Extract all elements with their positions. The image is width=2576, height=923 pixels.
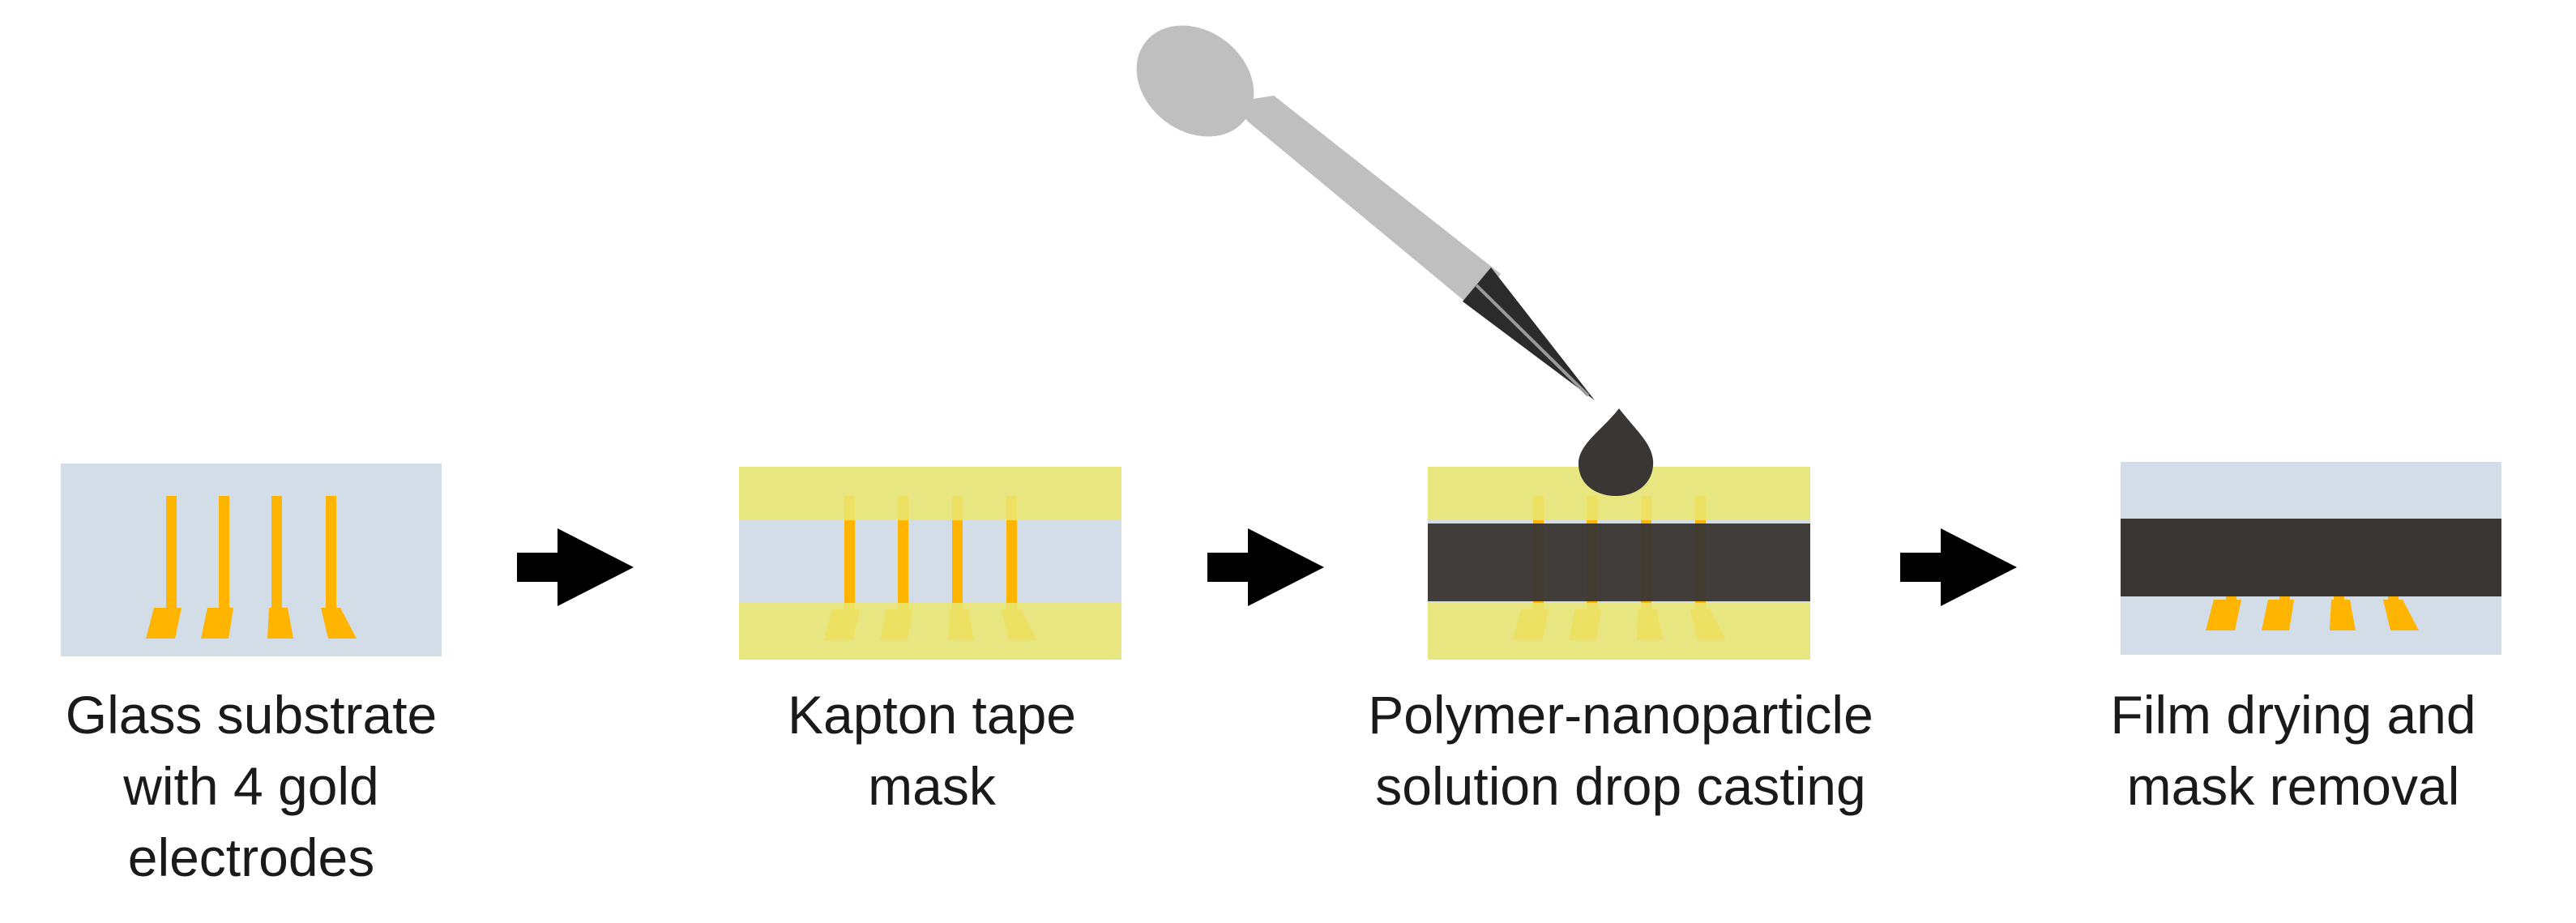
pipette-tip-highlight xyxy=(1475,284,1590,397)
caption-line: mask xyxy=(868,756,996,816)
kapton-tape-top xyxy=(739,467,1121,520)
gold-electrode-2 xyxy=(201,496,233,639)
right-arrow-icon xyxy=(1900,528,2017,606)
pipette-bulb xyxy=(1136,25,1254,137)
gold-electrode-4 xyxy=(321,496,357,639)
caption-step-2: Kapton tape mask xyxy=(689,679,1175,822)
step-2-kapton-mask xyxy=(739,467,1121,660)
glass-substrate xyxy=(61,464,442,656)
step-4-drying-removal xyxy=(2121,462,2501,655)
gold-electrode-1 xyxy=(146,496,182,639)
step-1-glass-substrate xyxy=(61,464,442,656)
caption-line: with 4 gold xyxy=(123,756,379,816)
droplet-icon xyxy=(1578,408,1654,496)
caption-line: Glass substrate xyxy=(65,685,438,745)
kapton-tape-bottom xyxy=(1428,603,1810,660)
caption-line: Film drying and xyxy=(2110,685,2476,745)
caption-step-4: Film drying and mask removal xyxy=(2026,679,2561,822)
caption-step-1: Glass substrate with 4 gold electrodes xyxy=(8,679,494,893)
polymer-nanoparticle-film xyxy=(2121,519,2501,596)
pipette-body xyxy=(1233,96,1501,310)
pipette-icon xyxy=(1136,25,1595,400)
caption-line: solution drop casting xyxy=(1375,756,1866,816)
caption-line: Kapton tape xyxy=(788,685,1076,745)
right-arrow-icon xyxy=(517,528,634,606)
caption-line: Polymer-nanoparticle xyxy=(1368,685,1873,745)
kapton-tape-bottom xyxy=(739,603,1121,660)
gold-electrode-3 xyxy=(267,496,293,639)
caption-step-3: Polymer-nanoparticle solution drop casti… xyxy=(1305,679,1937,822)
caption-line: mask removal xyxy=(2126,756,2460,816)
step-3-drop-casting xyxy=(1136,25,1810,660)
caption-line: electrodes xyxy=(127,827,375,887)
polymer-nanoparticle-film xyxy=(1428,523,1810,601)
right-arrow-icon xyxy=(1207,528,1324,606)
gold-electrodes xyxy=(146,496,357,639)
